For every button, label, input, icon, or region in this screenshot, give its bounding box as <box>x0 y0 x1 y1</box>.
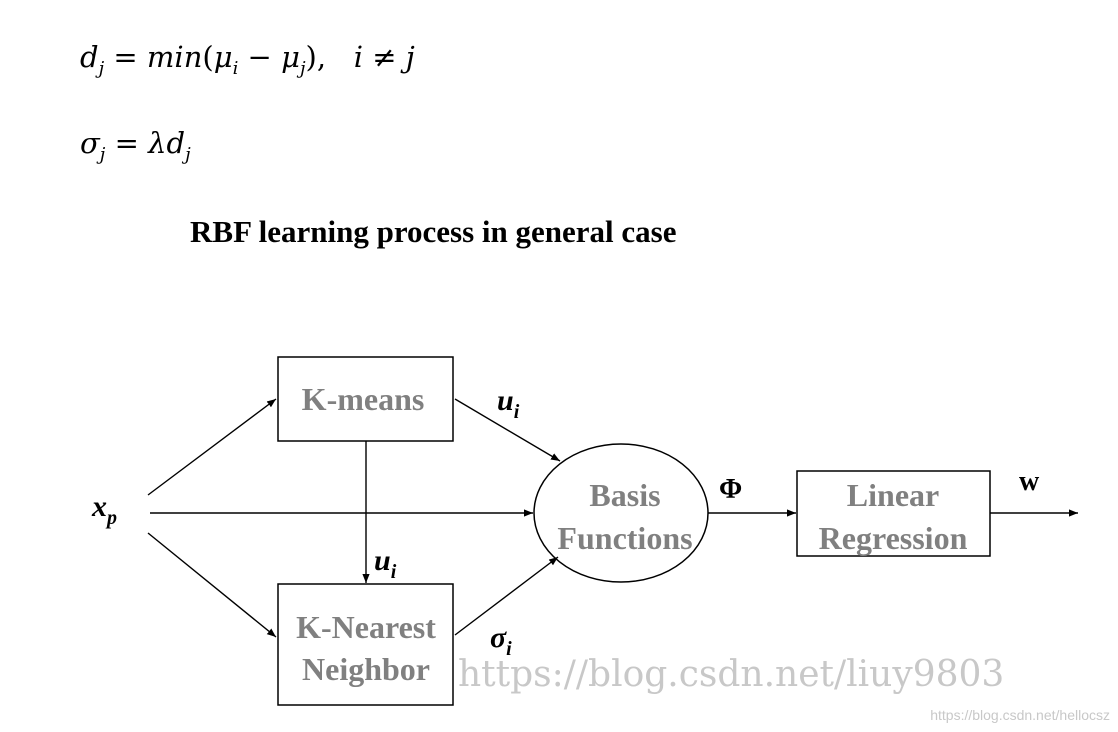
knn-box <box>277 583 454 706</box>
arrow-x-to-knn <box>147 532 277 638</box>
input-x-label: xp <box>91 490 117 529</box>
knn-label-line2: Neighbor <box>302 651 430 687</box>
linreg-label-line2: Regression <box>819 520 968 556</box>
basis-ellipse <box>533 443 709 583</box>
basis-label-line2: Functions <box>557 520 692 556</box>
arrow-x-to-kmeans <box>147 398 277 496</box>
linreg-label-line1: Linear <box>847 477 939 513</box>
diagram-title: RBF learning process in general case <box>190 214 677 249</box>
arrow-kmeans-to-basis <box>454 398 561 462</box>
w-label: w <box>1019 466 1040 497</box>
u-top-label: ui <box>497 384 520 423</box>
kmeans-label: K-means <box>302 381 425 417</box>
phi-label: Φ <box>719 474 742 505</box>
equation-d-j: dj = min(μi − μj), i ≠ j <box>80 40 415 79</box>
equation-sigma-j: σj = λdj <box>80 126 191 165</box>
watermark-corner: https://blog.csdn.net/hellocsz <box>930 707 1110 723</box>
basis-label-line1: Basis <box>589 477 660 513</box>
sigma-label: σi <box>490 621 512 660</box>
arrow-knn-to-basis <box>454 556 559 636</box>
watermark-main: https://blog.csdn.net/liuy9803 <box>458 654 1004 695</box>
u-mid-label: ui <box>374 544 397 583</box>
knn-label-line1: K-Nearest <box>296 609 436 645</box>
